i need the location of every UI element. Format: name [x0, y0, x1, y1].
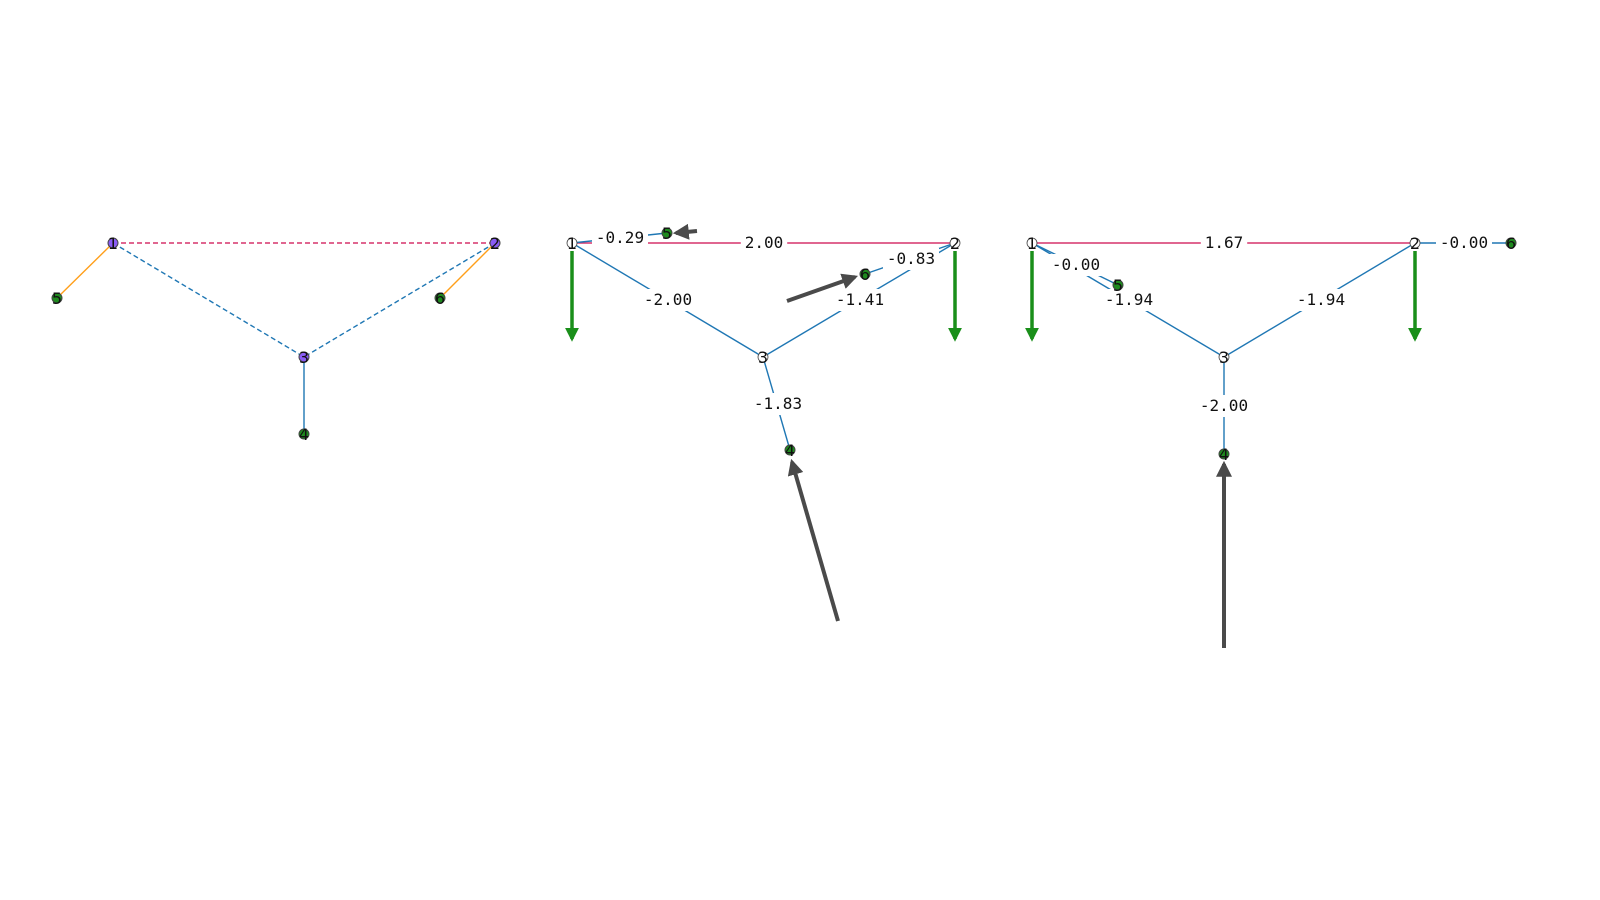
node-label-6: 6 — [435, 289, 445, 308]
edge-force-label-2-3: -1.94 — [1297, 290, 1345, 309]
node-label-3: 3 — [758, 348, 768, 367]
node-4 — [784, 444, 796, 456]
edge-bar-1-3 — [112, 242, 305, 358]
panel-structure: 1 2 3 4 5 6 — [51, 234, 501, 444]
node-5 — [1112, 279, 1124, 291]
edge-force-label-1-2: 1.67 — [1205, 233, 1244, 252]
node-label-6: 6 — [860, 265, 870, 284]
edge-label-bg — [592, 227, 648, 249]
node-2 — [1409, 237, 1421, 249]
node-label-3: 3 — [1219, 348, 1229, 367]
edge-force-label-3-4: -1.83 — [754, 394, 802, 413]
node-5 — [51, 292, 63, 304]
node-2 — [949, 237, 961, 249]
node-6 — [1505, 237, 1517, 249]
node-label-2: 2 — [1410, 234, 1420, 253]
node-6 — [434, 292, 446, 304]
panel-solution-a: 2.00 -2.00 -1.41 -1.83 -0.29 -0.83 1 2 3 4 5 6 — [565, 223, 962, 622]
reaction-arrow-node-4 — [787, 458, 840, 622]
node-label-3: 3 — [299, 348, 309, 367]
node-5 — [661, 227, 673, 239]
node-label-2: 2 — [490, 234, 500, 253]
edge-label-bg — [1196, 395, 1252, 417]
edge-force-label-2-3: -1.41 — [836, 290, 884, 309]
edge-force-label-1-2: 2.00 — [745, 233, 784, 252]
node-6 — [859, 268, 871, 280]
edge-label-bg — [740, 232, 788, 254]
edge-force-label-1-5: -0.00 — [1052, 255, 1100, 274]
panel-solution-b: 1.67 -1.94 -1.94 -2.00 -0.00 -0.00 1 2 3 4 5 6 — [1025, 232, 1517, 648]
node-1 — [1026, 237, 1038, 249]
node-4 — [298, 428, 310, 440]
edge-force-label-3-4: -2.00 — [1200, 396, 1248, 415]
node-label-4: 4 — [299, 425, 309, 444]
node-label-1: 1 — [1027, 234, 1037, 253]
node-label-1: 1 — [567, 234, 577, 253]
node-label-4: 4 — [785, 441, 795, 460]
node-label-6: 6 — [1506, 234, 1516, 253]
node-label-2: 2 — [950, 234, 960, 253]
node-3 — [757, 351, 769, 363]
edge-label-bg — [1436, 232, 1492, 254]
reaction-arrow-node-6 — [786, 273, 859, 303]
edge-label-bg — [1101, 289, 1157, 311]
edge-spring-1-5 — [56, 242, 114, 299]
node-1 — [566, 237, 578, 249]
edge-force-label-1-5: -0.29 — [596, 228, 644, 247]
node-label-5: 5 — [1113, 276, 1123, 295]
edge-label-bg — [750, 393, 806, 415]
edge-bar-2-3 — [303, 242, 496, 358]
node-3 — [298, 351, 310, 363]
edge-label-bg — [1200, 232, 1248, 254]
node-label-1: 1 — [108, 234, 118, 253]
reaction-arrow-node-5 — [672, 223, 698, 240]
edge-label-bg — [1293, 289, 1349, 311]
node-2 — [489, 237, 501, 249]
node-3 — [1218, 351, 1230, 363]
edge-label-bg — [832, 289, 888, 311]
node-1 — [107, 237, 119, 249]
edge-force-label-1-3: -2.00 — [644, 290, 692, 309]
node-label-4: 4 — [1219, 445, 1229, 464]
edge-label-bg — [1048, 254, 1104, 276]
edge-label-bg — [640, 289, 696, 311]
edge-spring-2-6 — [439, 242, 496, 299]
edge-force-label-2-6: -0.83 — [887, 249, 935, 268]
node-label-5: 5 — [662, 224, 672, 243]
node-label-5: 5 — [52, 289, 62, 308]
node-4 — [1218, 448, 1230, 460]
edge-force-label-2-6: -0.00 — [1440, 233, 1488, 252]
edge-force-label-1-3: -1.94 — [1105, 290, 1153, 309]
edge-label-bg — [883, 248, 939, 270]
